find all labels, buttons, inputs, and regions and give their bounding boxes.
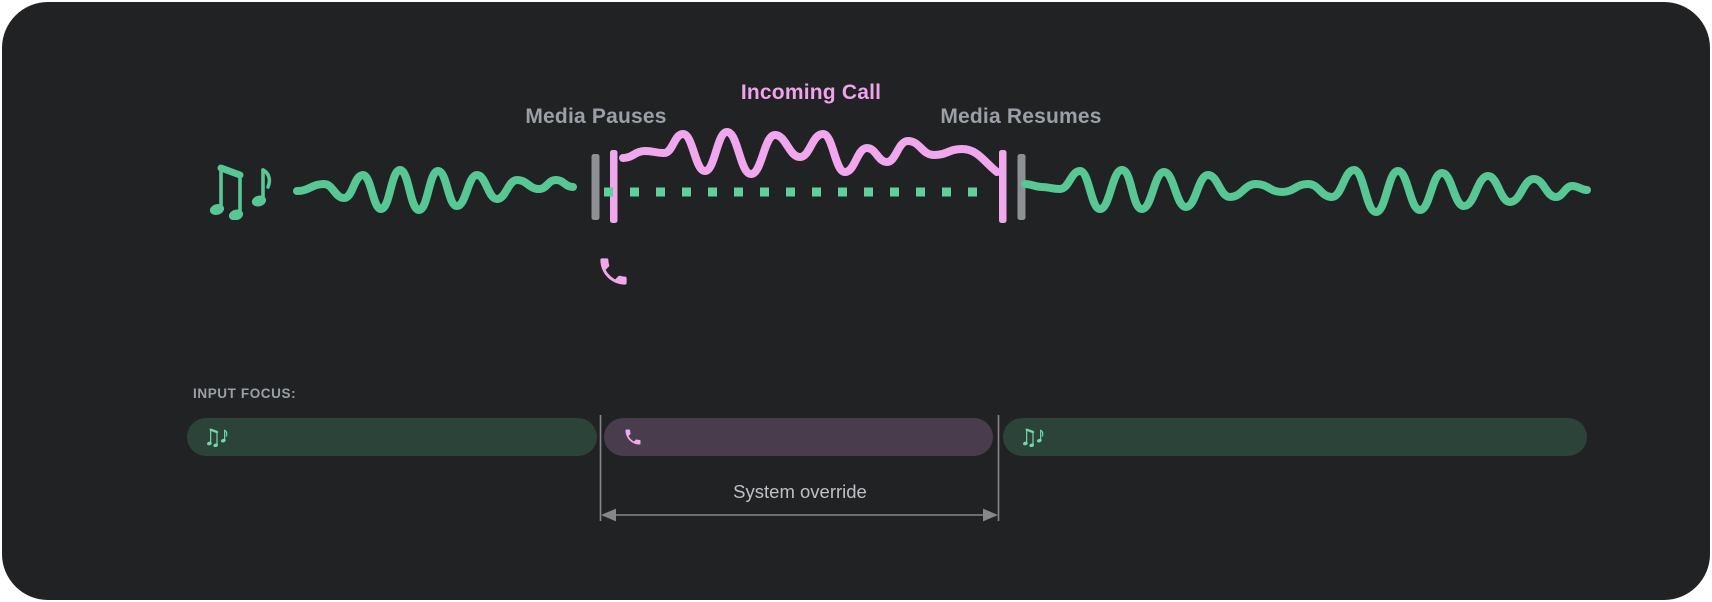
- focus-segment-media-after: [1003, 418, 1587, 456]
- music-notes-icon: [1022, 427, 1044, 447]
- focus-segment-call: [604, 418, 993, 456]
- phone-icon: [623, 427, 643, 447]
- media-resumes-label: Media Resumes: [940, 105, 1102, 128]
- music-notes-icon: [206, 427, 228, 447]
- media-pauses-label: Media Pauses: [525, 105, 667, 128]
- system-override-label: System override: [733, 481, 867, 502]
- focus-segment-media-before: [187, 418, 597, 456]
- incoming-call-label: Incoming Call: [740, 81, 882, 104]
- input-focus-title: INPUT FOCUS:: [193, 386, 297, 401]
